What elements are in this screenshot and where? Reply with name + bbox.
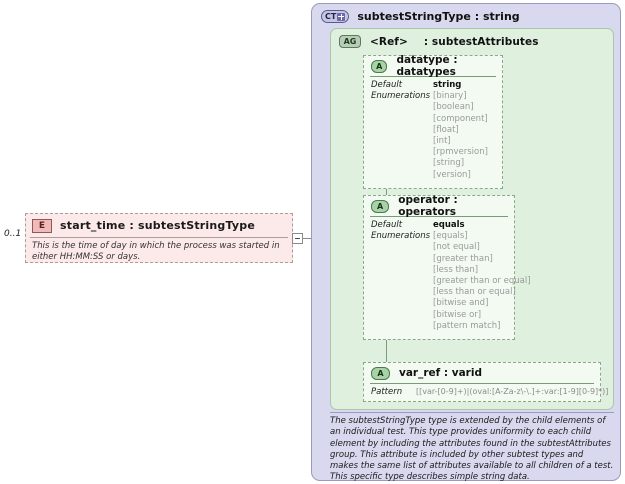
- attribute-label-column: Default Enumerations: [371, 220, 433, 332]
- label-pattern: Pattern: [371, 387, 403, 397]
- attribute-box-varref[interactable]: A var_ref : varid Pattern [[var-[0-9]+)|…: [363, 362, 608, 402]
- enum-item: [less than or equal]: [433, 287, 516, 298]
- label-default: Default: [371, 80, 403, 90]
- attribute-group-type: : subtestAttributes: [423, 35, 539, 48]
- element-title: start_time : subtestStringType: [60, 219, 255, 232]
- complex-type-badge-label: CT: [325, 12, 337, 21]
- enum-item: [version]: [433, 169, 471, 180]
- attribute-divider: [370, 76, 496, 77]
- attribute-group-badge-icon: AG: [339, 35, 361, 48]
- complex-type-panel: CT subtestStringType : string AG <Ref> : …: [311, 3, 621, 483]
- enum-item: [binary]: [433, 91, 467, 102]
- enum-item: [greater than]: [433, 253, 493, 264]
- attribute-box-operator[interactable]: A operator : operators Default Enumerati…: [363, 194, 531, 340]
- enum-item: [greater than or equal]: [433, 276, 531, 287]
- attribute-value-column-operator: equals [equals] [not equal] [greater tha…: [433, 220, 531, 332]
- attribute-group-panel: AG <Ref> : subtestAttributes A datatype :…: [330, 28, 614, 410]
- attribute-group-header: AG <Ref> : subtestAttributes: [339, 35, 539, 48]
- attribute-title-operator: operator : operators: [398, 194, 458, 218]
- element-start-time[interactable]: E start_time : subtestStringType This is…: [25, 213, 293, 263]
- element-documentation: This is the time of day in which the pro…: [32, 241, 280, 262]
- enum-item: [int]: [433, 136, 451, 147]
- attribute-group-ref: <Ref>: [370, 35, 408, 48]
- default-value: equals: [433, 220, 465, 230]
- element-divider: [30, 237, 288, 238]
- complex-type-header: CT subtestStringType : string: [321, 10, 520, 23]
- attribute-header-operator: A operator : operators: [364, 194, 514, 218]
- attribute-badge-icon: A: [371, 59, 388, 73]
- enum-item: [bitwise and]: [433, 298, 489, 309]
- attribute-header-datatype: A datatype : datatypes: [364, 54, 502, 78]
- label-default: Default: [371, 220, 403, 230]
- pattern-value: [[var-[0-9]+)|(oval:[A-Za-z\-\.]+:var:[1…: [416, 387, 609, 396]
- default-value: string: [433, 80, 462, 90]
- documentation-divider: [330, 412, 614, 413]
- attribute-divider: [370, 216, 508, 217]
- label-enumerations: Enumerations: [371, 91, 431, 102]
- element-badge-icon: E: [32, 218, 52, 233]
- attribute-badge-icon: A: [371, 366, 390, 380]
- attribute-divider: [370, 383, 594, 384]
- attribute-badge-icon: A: [371, 199, 390, 213]
- attribute-value-column-datatype: string [binary] [boolean] [component] [f…: [433, 80, 488, 181]
- cardinality-label: 0..1: [4, 229, 22, 239]
- complex-type-documentation: The subtestStringType type is extended b…: [330, 416, 614, 483]
- enum-item: [string]: [433, 158, 465, 169]
- enum-item: [not equal]: [433, 242, 480, 253]
- complex-type-title: subtestStringType : string: [357, 10, 520, 23]
- attribute-header-varref: A var_ref : varid: [364, 363, 600, 383]
- attribute-title-varref: var_ref : varid: [399, 367, 482, 379]
- attribute-label-column: Default Enumerations: [371, 80, 433, 181]
- attribute-body-operator: Default Enumerations equals [equals] [no…: [364, 217, 531, 332]
- enum-item: [less than]: [433, 264, 479, 275]
- enum-item: [bitwise or]: [433, 309, 482, 320]
- attribute-box-datatype[interactable]: A datatype : datatypes Default Enumerati…: [363, 54, 503, 189]
- enum-item: [pattern match]: [433, 320, 501, 331]
- enum-item: [boolean]: [433, 102, 474, 113]
- enum-item: [equals]: [433, 231, 468, 242]
- attribute-title-datatype: datatype : datatypes: [396, 54, 458, 78]
- complex-type-badge-icon[interactable]: CT: [321, 10, 350, 23]
- attribute-body-varref: Pattern [[var-[0-9]+)|(oval:[A-Za-z\-\.]…: [364, 384, 608, 397]
- enum-item: [component]: [433, 113, 488, 124]
- enum-item: [rpmversion]: [433, 147, 488, 158]
- plus-icon[interactable]: [337, 12, 346, 21]
- attribute-group-title: <Ref> : subtestAttributes: [370, 36, 539, 48]
- element-header: E start_time : subtestStringType: [26, 214, 292, 237]
- attribute-body-datatype: Default Enumerations string [binary] [bo…: [364, 77, 502, 181]
- enum-item: [float]: [433, 124, 459, 135]
- label-enumerations: Enumerations: [371, 231, 431, 242]
